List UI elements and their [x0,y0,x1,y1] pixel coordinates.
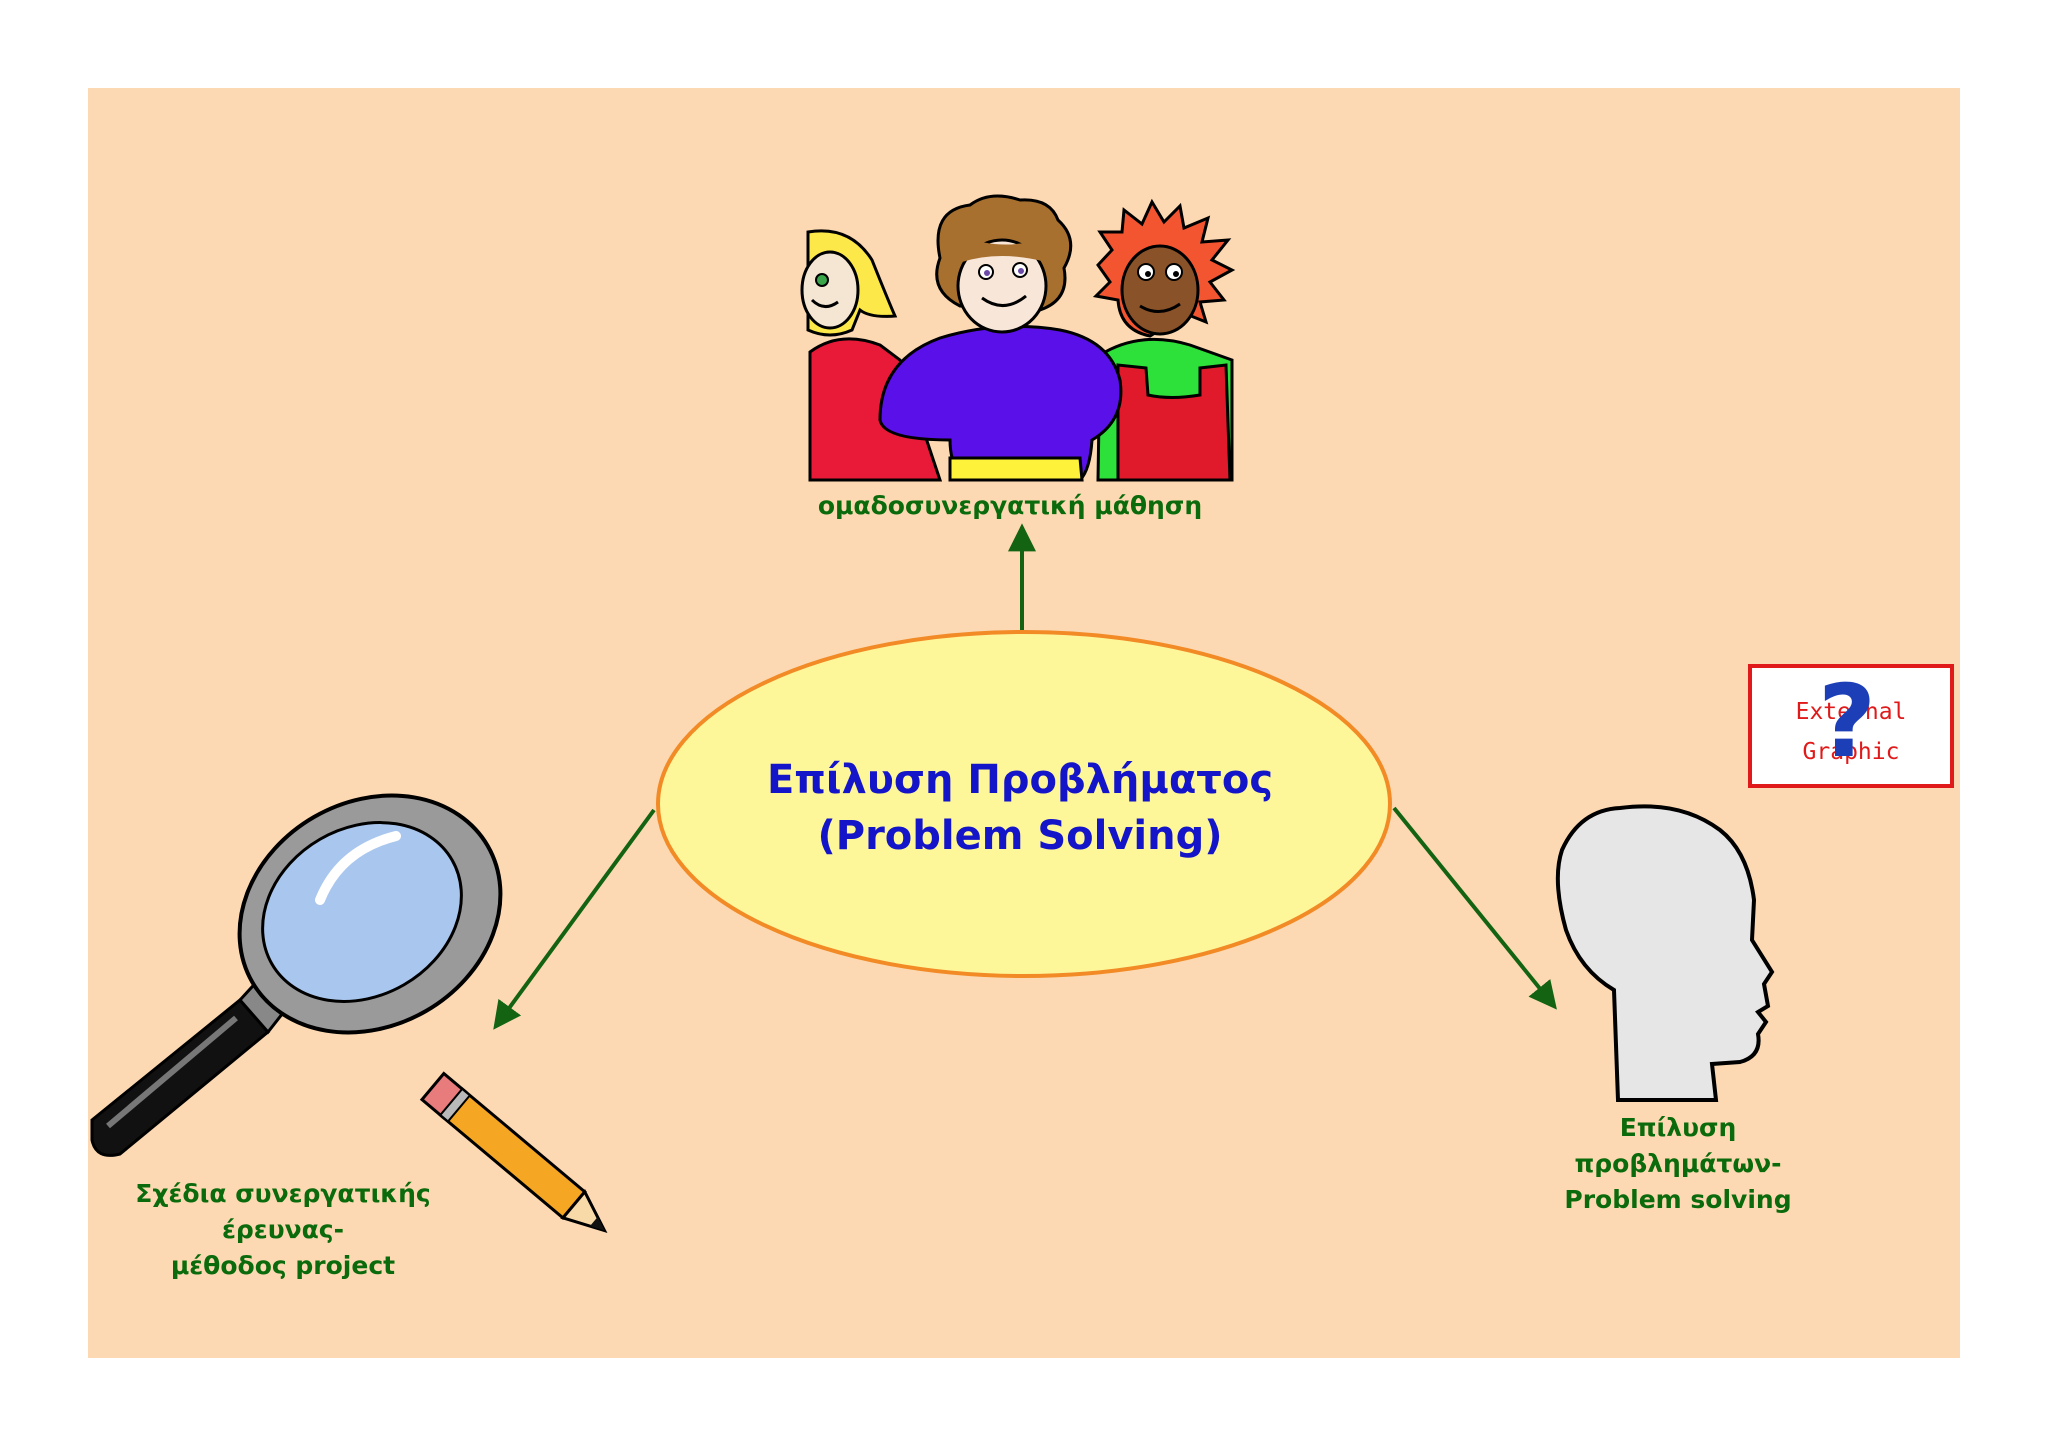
group-of-children-illustration [800,194,1236,482]
arrow-to-left-node [493,808,656,1030]
external-graphic-placeholder: External Graphic ? [1748,663,1954,788]
top-node-label: ομαδοσυνεργατική μάθηση [817,491,1203,520]
left-node-label-line2: μέθοδος project [170,1251,396,1280]
right-node-label-line2: προβλημάτων- [1574,1149,1782,1178]
central-topic: Επίλυση Προβλήματος (Problem Solving) [740,752,1300,864]
external-graphic-text: External Graphic [1752,692,1950,772]
right-node-label: Επίλυση προβλημάτων- Problem solving [1520,1110,1836,1218]
central-ellipse [656,630,1392,978]
external-graphic-line1: External [1795,699,1907,725]
external-graphic-line2: Graphic [1802,739,1900,765]
head-silhouette-illustration [1555,804,1775,1102]
left-node-label: Σχέδια συνεργατικής έρευνας- μέθοδος pro… [78,1176,488,1284]
right-node-label-line3: Problem solving [1564,1185,1792,1214]
right-node-label-line1: Επίλυση [1619,1113,1737,1142]
central-topic-line1: Επίλυση Προβλήματος [766,757,1274,803]
magnifying-glass-and-pencil-illustration [90,793,608,1234]
arrow-to-right-node [1392,806,1557,1010]
question-mark-icon: ? [1818,663,1877,780]
left-node-label-line1: Σχέδια συνεργατικής έρευνας- [135,1179,431,1244]
central-topic-line2: (Problem Solving) [817,813,1223,859]
